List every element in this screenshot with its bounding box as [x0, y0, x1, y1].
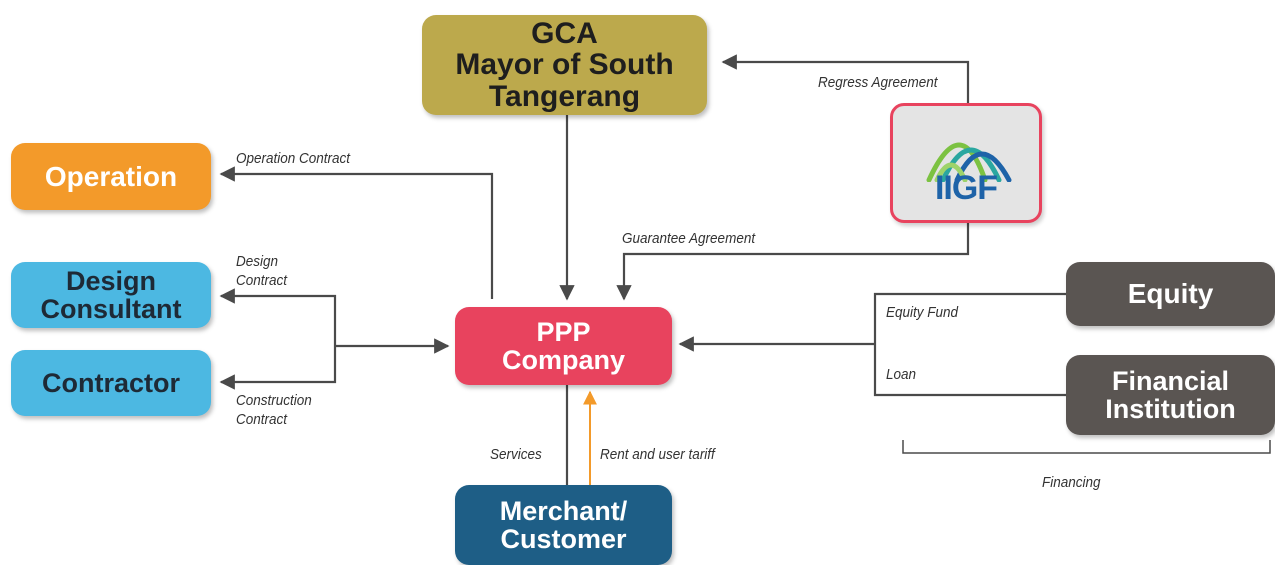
operation-contract-label: Operation Contract	[236, 150, 351, 167]
equity-node: Equity	[1066, 262, 1275, 326]
design-consultant-node: Design Consultant	[11, 262, 211, 328]
contractor-node: Contractor	[11, 350, 211, 416]
merchant-customer-line-2: Customer	[500, 524, 627, 554]
regress-agreement-label: Regress Agreement	[818, 74, 938, 91]
gca-line-3: Tangerang	[488, 79, 641, 113]
equity-fund-label: Equity Fund	[886, 304, 959, 321]
merchant-customer-node: Merchant/ Customer	[455, 485, 672, 565]
iigf-arch-logo-icon	[926, 142, 1012, 182]
rent-and-user-tariff-label: Rent and user tariff	[600, 446, 715, 463]
equity-label: Equity	[1127, 278, 1214, 310]
gca-line-1: GCA	[531, 16, 598, 50]
construction-contract-label: Construction Contract	[236, 392, 312, 430]
design-contract-line-2: Contract	[236, 271, 288, 289]
gca-mayor-node: GCA Mayor of South Tangerang	[422, 15, 707, 115]
ppp-company-line-1: PPP	[536, 316, 591, 347]
iigf-logo-text: IIGF	[934, 169, 998, 207]
financial-institution-node: Financial Institution	[1066, 355, 1275, 435]
guarantee-agreement-connector	[616, 223, 970, 301]
merchant-customer-line-1: Merchant/	[499, 495, 628, 526]
construction-contract-line-2: Contract	[236, 410, 288, 428]
operation-contract-connector	[219, 166, 494, 299]
design-consultant-line-2: Consultant	[40, 294, 182, 324]
iigf-node: IIGF	[890, 103, 1042, 223]
operation-node: Operation	[11, 143, 211, 210]
design-contract-label: Design Contract	[236, 253, 287, 291]
services-label: Services	[490, 446, 542, 463]
contractor-label: Contractor	[41, 367, 180, 398]
operation-label: Operation	[44, 160, 178, 192]
financing-label: Financing	[1042, 474, 1101, 491]
financial-institution-line-1: Financial	[1111, 365, 1230, 396]
guarantee-agreement-label: Guarantee Agreement	[622, 230, 756, 247]
financial-institution-line-2: Institution	[1105, 394, 1236, 424]
regress-agreement-connector	[721, 54, 970, 103]
ppp-company-node: PPP Company	[455, 307, 672, 385]
design-consultant-line-1: Design	[65, 265, 157, 296]
loan-label: Loan	[886, 366, 917, 383]
gca-line-2: Mayor of South	[455, 48, 674, 82]
financing-brace	[902, 440, 1271, 454]
design-contract-line-1: Design	[236, 253, 279, 270]
ppp-company-line-2: Company	[501, 345, 626, 375]
contracts-bracket-connector	[219, 288, 337, 390]
construction-contract-line-1: Construction	[236, 392, 312, 409]
